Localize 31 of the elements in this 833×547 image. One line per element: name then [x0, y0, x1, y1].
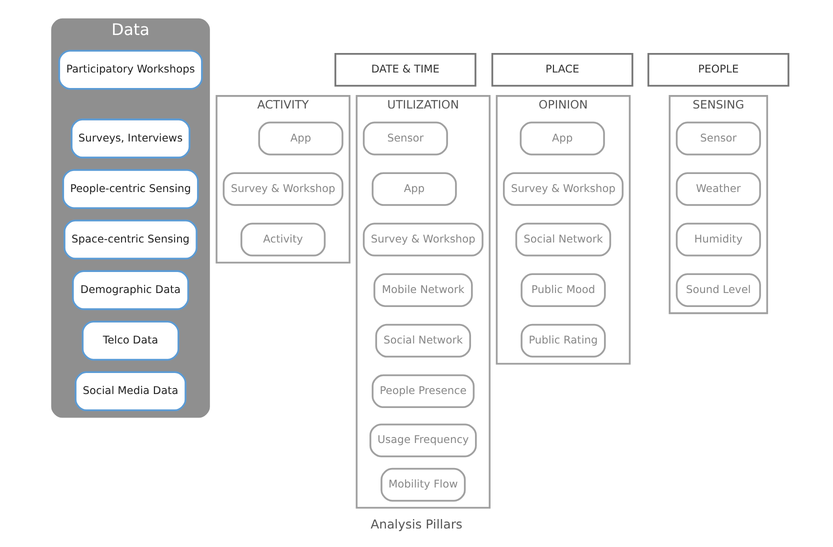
node-box: Humidity [676, 222, 761, 256]
node-box: Sensor [362, 122, 448, 156]
node-box: Survey & Workshop [502, 172, 624, 206]
node-box: Social Media Data [74, 371, 186, 412]
node-box: Demographic Data [72, 270, 190, 310]
node-box: Social Network [515, 222, 612, 256]
node-box: PLACE [491, 52, 634, 87]
node-box: Social Network [375, 324, 472, 358]
node-box: Sensor [676, 122, 761, 156]
node-box: Usage Frequency [370, 424, 477, 458]
node-box: DATE & TIME [334, 52, 476, 87]
node-box: Participatory Workshops [58, 50, 203, 90]
node-box: PEOPLE [647, 52, 790, 87]
node-box: People-centric Sensing [62, 169, 199, 209]
node-box: Public Mood [520, 273, 606, 307]
node-box: Sound Level [676, 273, 761, 307]
node-box: Surveys, Interviews [70, 118, 190, 158]
caption: Analysis Pillars [370, 516, 462, 532]
node-box: Activity [240, 222, 326, 256]
node-box: Survey & Workshop [222, 172, 344, 206]
node-box: Public Rating [520, 324, 606, 358]
node-box: Telco Data [82, 320, 180, 361]
node-box: App [372, 172, 457, 206]
node-box: Weather [676, 172, 761, 206]
node-box: Space-centric Sensing [64, 220, 198, 260]
node-box: Survey & Workshop [362, 222, 484, 256]
node-box: App [258, 122, 344, 156]
node-box: People Presence [372, 374, 475, 408]
node-box: Mobility Flow [380, 468, 466, 502]
node-box: Mobile Network [374, 273, 473, 307]
node-box: App [520, 122, 605, 156]
